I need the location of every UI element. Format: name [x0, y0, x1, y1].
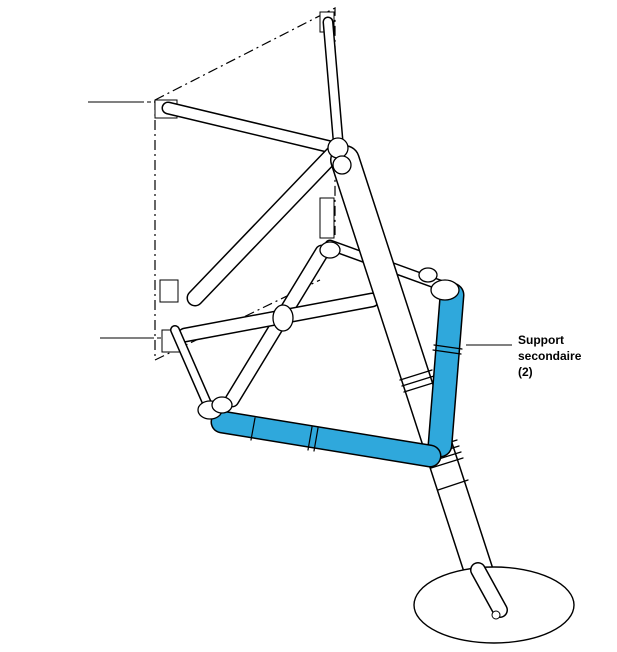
wall-plane — [154, 7, 336, 361]
floor-base-plate — [413, 562, 575, 644]
joint-nodes — [197, 137, 460, 420]
callout-line-2: secondaire — [518, 349, 582, 363]
secondary-support-highlight — [210, 282, 465, 468]
main-column — [330, 145, 507, 627]
reference-lines — [88, 101, 170, 339]
callout-line-3: (2) — [518, 365, 533, 379]
secondary-support-label: Support secondaire (2) — [518, 332, 608, 380]
callout-line-1: Support — [518, 333, 564, 347]
